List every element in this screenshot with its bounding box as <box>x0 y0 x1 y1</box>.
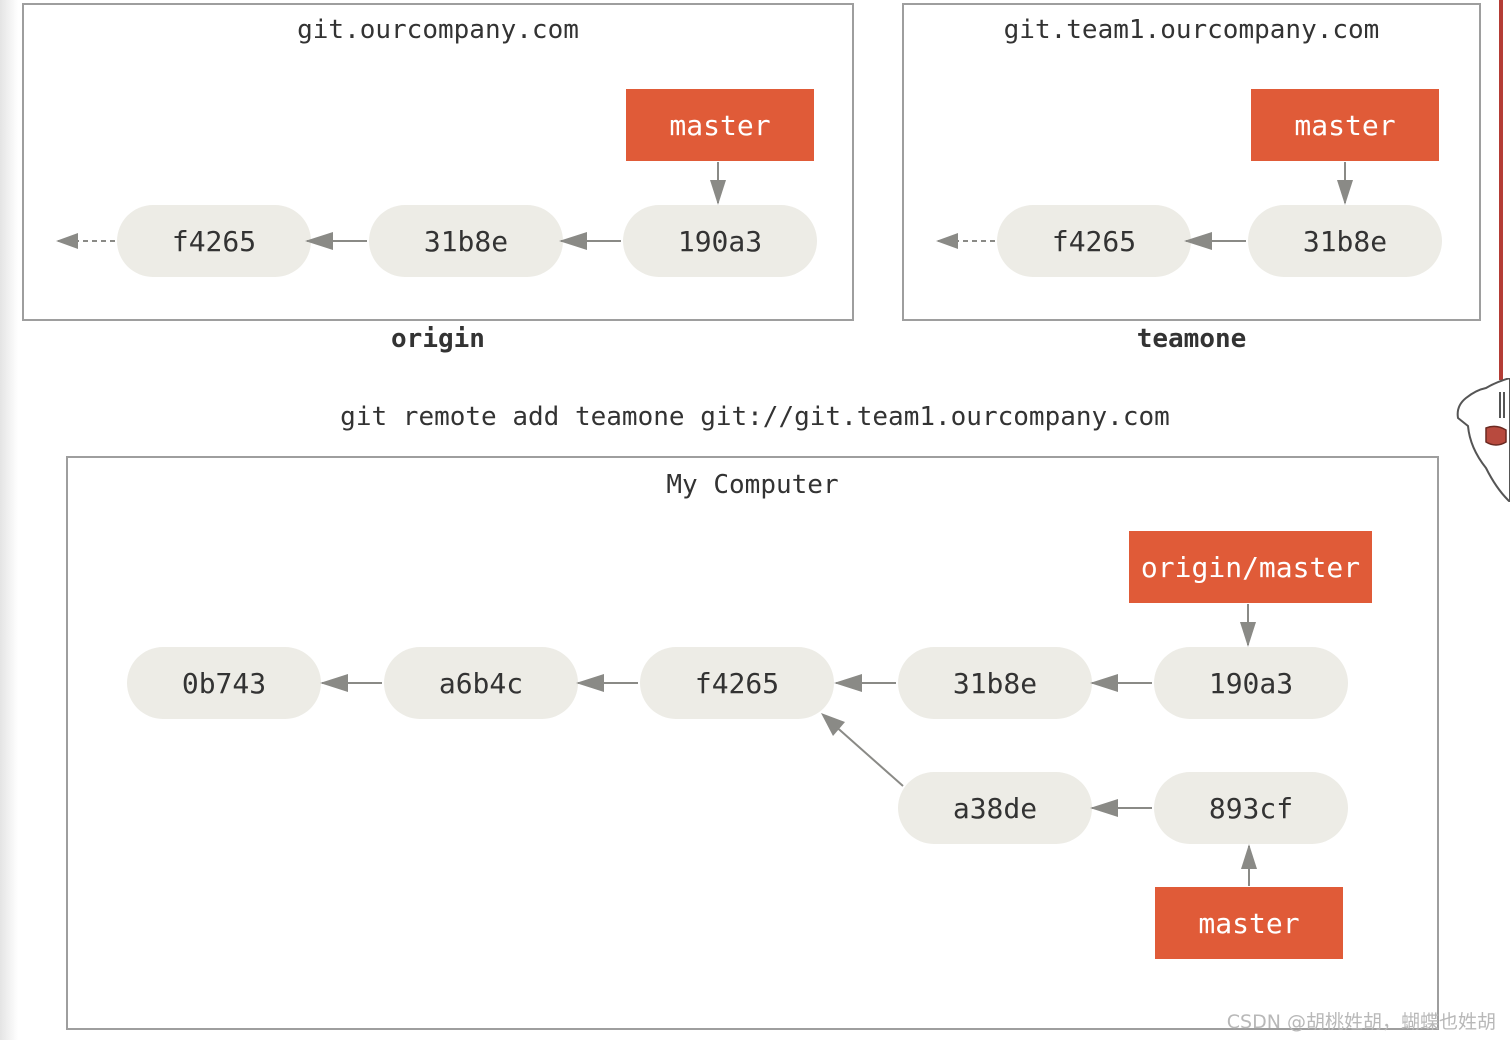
teamone-commit-f4265: f4265 <box>997 205 1191 277</box>
local-commit-a6b4c: a6b4c <box>384 647 578 719</box>
page-edge-shadow <box>0 0 18 1040</box>
local-commit-190a3: 190a3 <box>1154 647 1348 719</box>
sidebar-accent-line <box>1499 0 1503 380</box>
teamone-dashed-arrowhead <box>936 233 958 249</box>
local-arrowhead-f4265-diag <box>821 713 845 736</box>
origin-commit-31b8e: 31b8e <box>369 205 563 277</box>
origin-commit-f4265: f4265 <box>117 205 311 277</box>
local-master-pointer-head <box>1241 844 1257 869</box>
local-arrowhead-a38de <box>1090 799 1118 817</box>
origin-dashed-arrowhead <box>56 233 78 249</box>
local-master-branch: master <box>1155 887 1343 959</box>
teamone-caption: teamone <box>1136 324 1247 354</box>
local-arrowhead-31b8e <box>1090 674 1118 692</box>
origin-master-pointer-head <box>710 180 726 205</box>
teamone-master-pointer-head <box>1337 180 1353 205</box>
origin-arrowhead-31b8e <box>559 232 587 250</box>
mascot-decoration <box>1456 378 1510 502</box>
teamone-commit-31b8e: 31b8e <box>1248 205 1442 277</box>
local-arrowhead-a6b4c <box>576 674 604 692</box>
origin-commit-190a3: 190a3 <box>623 205 817 277</box>
teamone-arrowhead-f4265 <box>1184 232 1212 250</box>
my-computer-title: My Computer <box>666 470 839 500</box>
teamone-host-title: git.team1.ourcompany.com <box>1003 15 1380 45</box>
local-arrowhead-0b743 <box>320 674 348 692</box>
origin-master-branch: master <box>626 89 814 161</box>
local-commit-a38de: a38de <box>898 772 1092 844</box>
local-commit-0b743: 0b743 <box>127 647 321 719</box>
csdn-watermark: CSDN @胡桃姓胡，蝴蝶也姓胡 <box>1226 1011 1496 1033</box>
origin-host-title: git.ourcompany.com <box>297 15 579 45</box>
local-origin-master-pointer-head <box>1240 622 1256 647</box>
local-commit-f4265: f4265 <box>640 647 834 719</box>
local-arrowhead-f4265 <box>834 674 862 692</box>
local-commit-31b8e: 31b8e <box>898 647 1092 719</box>
origin-arrowhead-f4265 <box>305 232 333 250</box>
local-origin-master-branch: origin/master <box>1129 531 1372 603</box>
local-commit-893cf: 893cf <box>1154 772 1348 844</box>
git-remote-add-command: git remote add teamone git://git.team1.o… <box>340 402 1170 432</box>
teamone-master-branch: master <box>1251 89 1439 161</box>
origin-caption: origin <box>391 324 485 354</box>
